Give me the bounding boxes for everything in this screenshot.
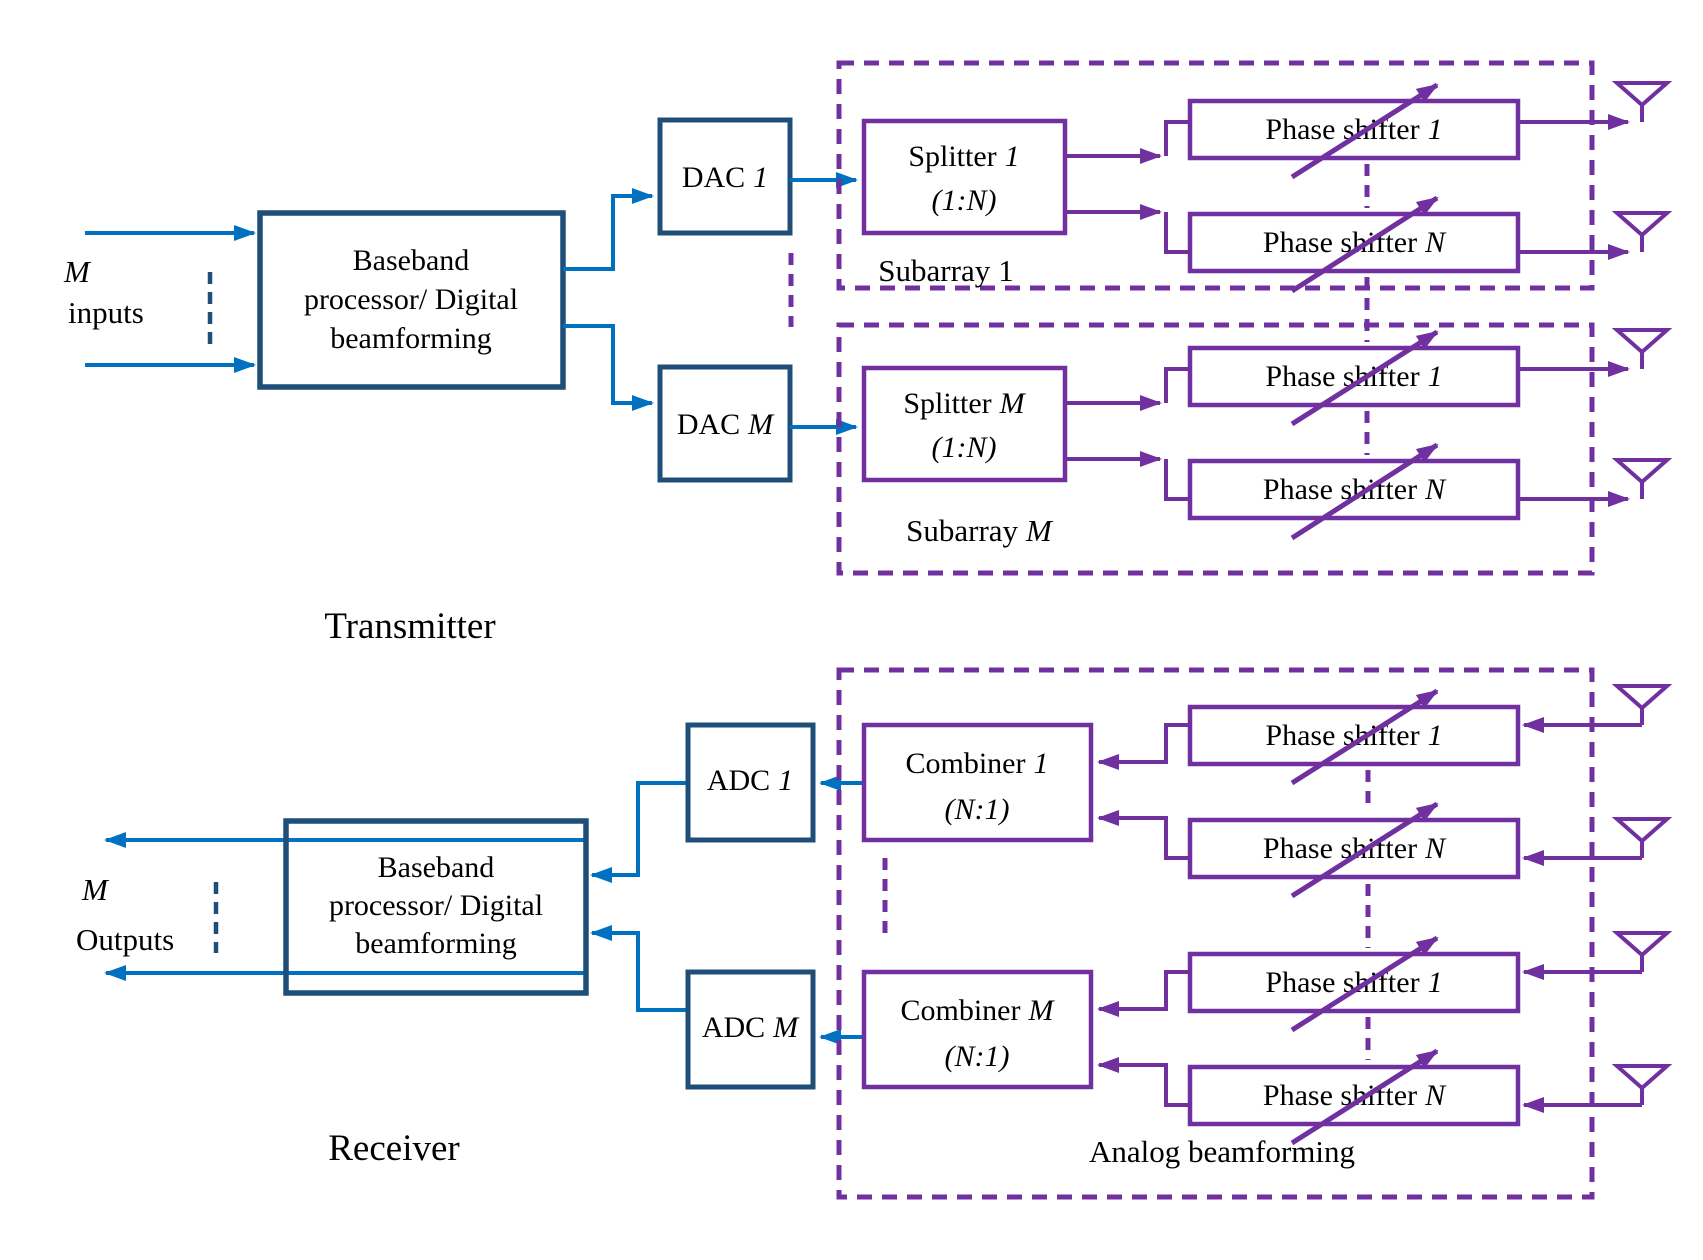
tx-stream-label: inputs — [68, 295, 144, 330]
rx-psn-to-combinerm-link — [1097, 1057, 1190, 1107]
rx-grpm-psn-variable-arrow-icon — [1290, 1048, 1439, 1146]
splitter-1-ratio: (1:N) — [932, 184, 997, 217]
rx-baseband-label-line2: processor/ Digital — [329, 889, 543, 922]
tx-subm-phase-shifter-n-box — [1187, 458, 1521, 521]
rx-antenna-3-icon — [1611, 931, 1673, 972]
rx-baseband-label-line1: Baseband — [378, 851, 495, 884]
combiner-m-ratio: (N:1) — [945, 1040, 1010, 1073]
rx-antenna-2-icon — [1611, 817, 1673, 858]
tx-baseband-to-dacm-link — [563, 324, 654, 411]
receiver-section: M Outputs Baseband processor/ Digital be… — [76, 667, 1673, 1200]
tx-baseband-label-line2: processor/ Digital — [304, 283, 518, 316]
rx-grpm-phase-shifter-1-box — [1187, 951, 1521, 1014]
tx-sub1-psn-variable-arrow-icon — [1290, 195, 1439, 294]
receiver-section-label: Receiver — [328, 1128, 459, 1169]
tx-antenna-1-icon — [1611, 81, 1673, 122]
tx-antenna-3-icon — [1611, 328, 1673, 369]
tx-baseband-to-dac1-link — [563, 188, 654, 271]
transmitter-section: M inputs Baseband processor/ Digital bea… — [63, 60, 1673, 647]
combiner-1-ratio: (N:1) — [945, 793, 1010, 826]
rx-grpm-ps1-variable-arrow-icon — [1290, 935, 1439, 1033]
combiner-m-box — [861, 969, 1094, 1090]
rx-psn-to-combiner1-link — [1097, 810, 1190, 860]
rx-stream-count-label: M — [81, 872, 110, 907]
splitter-m-box — [861, 365, 1068, 483]
splitterm-outN-riser — [1164, 459, 1190, 501]
tx-sub1-ps1-variable-arrow-icon — [1290, 82, 1439, 180]
tx-sub1-phase-shifter-1-box — [1187, 98, 1521, 161]
analog-beamforming-label: Analog beamforming — [1089, 1134, 1355, 1169]
splitter-1-box — [861, 118, 1068, 236]
rx-grp1-psn-variable-arrow-icon — [1290, 801, 1439, 899]
rx-antenna-1-icon — [1611, 684, 1673, 725]
rx-baseband-label-line3: beamforming — [355, 927, 517, 960]
tx-baseband-label-line3: beamforming — [330, 322, 492, 355]
tx-antenna-4-icon — [1611, 458, 1673, 499]
rx-stream-label: Outputs — [76, 922, 174, 957]
tx-antenna-2-icon — [1611, 211, 1673, 252]
rx-grpm-phase-shifter-n-box — [1187, 1064, 1521, 1127]
tx-stream-count-label: M — [63, 254, 92, 289]
dac-m-box — [657, 364, 793, 483]
adc-1-box — [685, 722, 816, 843]
dac-1-box — [657, 117, 793, 236]
subarray-1-outline — [836, 60, 1595, 291]
splitterm-out1-riser — [1164, 367, 1190, 403]
tx-sub1-phase-shifter-n-box — [1187, 211, 1521, 274]
splitter1-outN-riser — [1164, 212, 1190, 254]
adcm-to-baseband-link — [590, 925, 688, 1012]
tx-subm-phase-shifter-1-box — [1187, 345, 1521, 408]
tx-baseband-box — [257, 210, 566, 390]
adc-m-box — [685, 969, 816, 1090]
subarray-m-outline — [836, 322, 1595, 576]
tx-subm-ps1-variable-arrow-icon — [1290, 329, 1439, 427]
analog-beamforming-outline — [836, 667, 1595, 1200]
rx-ps1-to-combiner1-link — [1097, 723, 1190, 770]
rx-grp1-ps1-variable-arrow-icon — [1290, 688, 1439, 786]
rx-antenna-4-icon — [1611, 1064, 1673, 1105]
rx-grp1-phase-shifter-n-box — [1187, 817, 1521, 880]
adc1-to-baseband-link — [590, 781, 688, 883]
splitter-m-ratio: (1:N) — [932, 431, 997, 464]
transmitter-section-label: Transmitter — [324, 606, 495, 647]
tx-subm-psn-variable-arrow-icon — [1290, 442, 1439, 541]
splitter1-out1-riser — [1164, 120, 1190, 156]
rx-baseband-box — [283, 818, 589, 996]
tx-baseband-label-line1: Baseband — [353, 244, 470, 277]
combiner-1-box — [861, 722, 1094, 843]
rx-grp1-phase-shifter-1-box — [1187, 704, 1521, 767]
rx-ps1-to-combinerm-link — [1097, 970, 1190, 1017]
